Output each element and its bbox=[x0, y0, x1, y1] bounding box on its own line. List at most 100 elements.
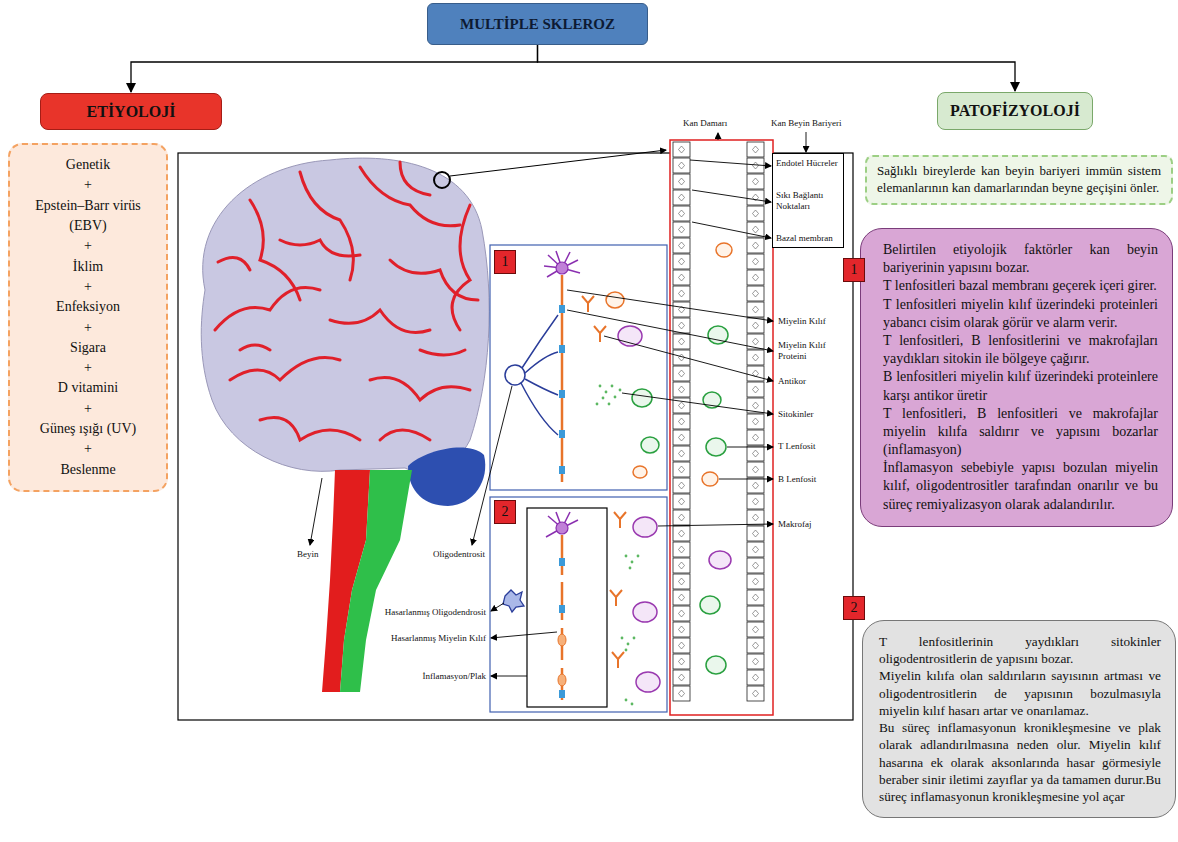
cytokines bbox=[625, 555, 628, 558]
cell-nucleus bbox=[679, 498, 685, 505]
endothelial-cell bbox=[673, 174, 690, 189]
endothelial-cell bbox=[747, 350, 764, 365]
node-text: T lenfositlerinin yaydıkları sitokinler … bbox=[879, 633, 1161, 667]
damaged-neuron bbox=[559, 690, 565, 698]
node-text: Bu süreç inflamasyonun kronikleşmesine v… bbox=[879, 719, 1161, 805]
cell-nucleus bbox=[679, 530, 685, 537]
section-header: PATOFİZYOLOJİ bbox=[937, 92, 1093, 130]
part-label: B Lenfosit bbox=[777, 474, 817, 485]
cell-nucleus bbox=[753, 258, 759, 265]
cell-nucleus bbox=[753, 690, 759, 697]
endothelial-cell bbox=[747, 414, 764, 429]
endothelial-cell bbox=[673, 670, 690, 685]
endothelial-cell bbox=[673, 222, 690, 237]
node-text: + bbox=[16, 277, 160, 297]
endothelial-cell bbox=[673, 302, 690, 317]
immune-cells-in-vessel bbox=[702, 472, 718, 486]
endothelial-cell bbox=[747, 286, 764, 301]
cell-nucleus bbox=[753, 226, 759, 233]
cell-nucleus bbox=[753, 546, 759, 553]
node-text: Miyelin kılıfa olan saldırıların sayısın… bbox=[879, 667, 1161, 719]
callout-number: 2 bbox=[494, 500, 516, 524]
leader-line bbox=[692, 190, 771, 202]
cytokines bbox=[619, 389, 622, 392]
macrophage bbox=[636, 672, 660, 692]
node-text: PATOFİZYOLOJİ bbox=[950, 102, 1080, 120]
cell-nucleus bbox=[753, 498, 759, 505]
cell-nucleus bbox=[679, 658, 685, 665]
cytokines bbox=[625, 649, 628, 652]
immune-cells-in-vessel bbox=[709, 551, 731, 569]
endothelial-cell bbox=[673, 142, 690, 157]
cell-nucleus bbox=[753, 290, 759, 297]
damaged-neuron bbox=[556, 522, 568, 534]
cytokines bbox=[621, 637, 624, 640]
healthy-neuron bbox=[559, 430, 565, 438]
damaged-neuron bbox=[559, 558, 565, 698]
node-text: + bbox=[16, 236, 160, 256]
antibody bbox=[582, 296, 594, 312]
leader-line bbox=[450, 150, 666, 176]
cytokines bbox=[599, 385, 602, 388]
macrophage bbox=[633, 602, 657, 622]
leader-line bbox=[692, 222, 771, 238]
spinal-cord bbox=[340, 470, 412, 692]
leader-line bbox=[310, 132, 806, 676]
brain bbox=[201, 158, 489, 472]
endothelial-cell bbox=[673, 462, 690, 477]
endothelial-cell bbox=[673, 542, 690, 557]
t-cell bbox=[632, 389, 652, 407]
endothelial-cell bbox=[673, 286, 690, 301]
damaged-neuron bbox=[546, 512, 578, 700]
part-label: Antikor bbox=[777, 376, 807, 387]
brain-vessel bbox=[215, 288, 320, 331]
cell-nucleus bbox=[679, 674, 685, 681]
endothelial-cell bbox=[747, 302, 764, 317]
part-label: Kan Beyin Bariyeri bbox=[770, 118, 842, 129]
node-text: T lenfositleri, B lenfositleri ve makrof… bbox=[883, 405, 1158, 460]
endothelial-cell bbox=[673, 318, 690, 333]
damaged-neuron bbox=[558, 634, 566, 646]
brain-vessel bbox=[360, 167, 460, 226]
cytokines bbox=[621, 555, 640, 706]
healthy-neuron bbox=[556, 262, 568, 274]
healthy-neuron bbox=[559, 345, 565, 353]
factor-list: Genetik+Epstein–Barr virüs (EBV)+İklim+E… bbox=[8, 143, 168, 492]
endothelial-cell bbox=[673, 622, 690, 637]
antibody bbox=[582, 296, 606, 342]
part-label: Sitokinler bbox=[777, 409, 815, 420]
cell-nucleus bbox=[753, 386, 759, 393]
endothelial-cell bbox=[747, 590, 764, 605]
node-text: Güneş ışığı (UV) bbox=[16, 419, 160, 439]
node-text: D vitamini bbox=[16, 378, 160, 398]
healthy-neuron bbox=[559, 305, 565, 474]
endothelial-cell bbox=[747, 654, 764, 669]
cytokines bbox=[629, 567, 632, 570]
cell-nucleus bbox=[679, 466, 685, 473]
cell-nucleus bbox=[753, 338, 759, 345]
endothelial-cell bbox=[673, 590, 690, 605]
endothelial-cell bbox=[747, 638, 764, 653]
leader-line bbox=[690, 160, 771, 166]
endothelial-cell bbox=[673, 206, 690, 221]
endothelial-cell bbox=[747, 270, 764, 285]
endothelial-cell bbox=[673, 254, 690, 269]
cell-nucleus bbox=[679, 338, 685, 345]
endothelial-cell bbox=[673, 654, 690, 669]
cell-nucleus bbox=[679, 322, 685, 329]
cell-nucleus bbox=[679, 418, 685, 425]
cell-nucleus bbox=[753, 642, 759, 649]
brain-vessel bbox=[420, 350, 465, 355]
part-label: Kan Damarı bbox=[682, 118, 728, 129]
part-label: Miyelin Kılıf bbox=[777, 316, 827, 327]
healthy-neuron bbox=[559, 305, 565, 313]
antibody bbox=[612, 652, 624, 668]
endothelial-cell bbox=[673, 574, 690, 589]
leader-line bbox=[604, 336, 773, 381]
endothelial-cell bbox=[747, 174, 764, 189]
antibody bbox=[610, 590, 622, 606]
title-box: MULTİPLE SKLEROZ bbox=[427, 3, 648, 45]
node-text: Sigara bbox=[16, 338, 160, 358]
brain-vessel bbox=[380, 430, 430, 440]
